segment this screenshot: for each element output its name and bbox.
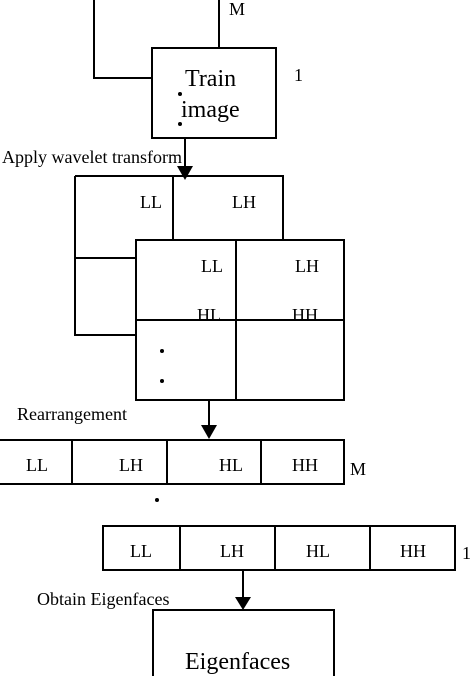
wavelet-step-label: Apply wavelet transform [2,147,182,167]
row-m-index: M [350,459,367,479]
eigenfaces-box [152,609,335,676]
rows-dot [155,498,159,502]
eigen-step-label: Obtain Eigenfaces [37,589,170,609]
rearrangement-step-label: Rearrangement [17,404,127,424]
back-ll-label: LL [140,192,162,212]
row-m-cell-hh: HH [292,455,318,475]
connector-left [93,0,152,79]
train-image-line1: Train [185,66,237,92]
row-1-cell-ll: LL [130,541,152,561]
front-ll-label: LL [201,256,223,276]
row-m-cell-lh: LH [119,455,143,475]
back-subband-block [74,175,284,336]
subband-dot-2 [160,379,164,383]
row-1-cell-hh: HH [400,541,426,561]
front-lh-label: LH [295,256,319,276]
subband-dot-1 [160,349,164,353]
row-1-cell-lh: LH [220,541,244,561]
back-lh-label: LH [232,192,256,212]
arrow-to-eigenfaces-head [235,597,251,610]
top-one-label: 1 [294,65,303,85]
top-m-label: M [229,0,246,19]
row-1-box [102,525,456,571]
front-hl-label: HL [197,305,221,325]
train-dot-2 [178,122,182,126]
train-image-line2: image [181,97,240,123]
row-m-box [0,439,345,485]
row-1-index: 1 [462,543,471,563]
arrow-to-rearrangement-head [201,425,217,439]
front-hh-label: HH [292,305,318,325]
row-m-cell-ll: LL [26,455,48,475]
arrow-to-wavelet-head [177,166,193,180]
row-m-cell-hl: HL [219,455,243,475]
eigenfaces-label: Eigenfaces [185,649,291,675]
row-1-cell-hl: HL [306,541,330,561]
train-image-box [151,47,277,139]
train-dot-1 [178,92,182,96]
